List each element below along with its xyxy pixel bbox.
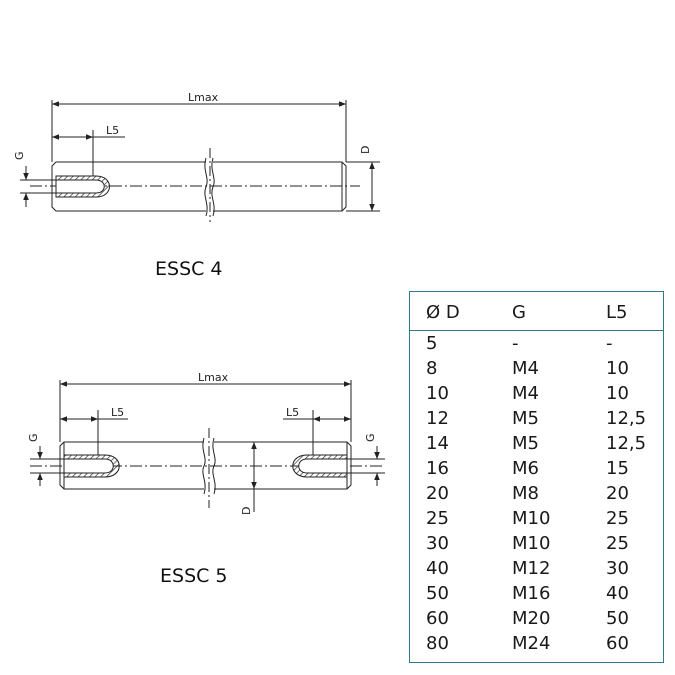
essc4-caption: ESSC 4 bbox=[155, 258, 223, 280]
essc5-l5-left-label: L5 bbox=[111, 406, 124, 419]
table-row: 12 M5 12,5 bbox=[410, 407, 663, 432]
cell-thread: M4 bbox=[512, 358, 539, 379]
cell-l5: 20 bbox=[606, 483, 629, 504]
essc5-d-label: D bbox=[240, 507, 253, 515]
table-header: Ø D G L5 bbox=[410, 292, 663, 331]
essc4-d-label: D bbox=[359, 146, 372, 154]
essc5-lmax-label: Lmax bbox=[198, 371, 229, 384]
cell-thread: M5 bbox=[512, 408, 539, 429]
cell-diameter: 25 bbox=[426, 508, 449, 529]
cell-thread: M16 bbox=[512, 583, 551, 604]
cell-diameter: 5 bbox=[426, 333, 438, 354]
table-row: 50 M16 40 bbox=[410, 582, 663, 607]
cell-thread: M4 bbox=[512, 383, 539, 404]
cell-l5: 30 bbox=[606, 558, 629, 579]
essc5-caption: ESSC 5 bbox=[160, 565, 228, 587]
table-row: 5 - - bbox=[410, 332, 663, 357]
cell-diameter: 12 bbox=[426, 408, 449, 429]
cell-thread: M24 bbox=[512, 633, 551, 654]
cell-thread: M8 bbox=[512, 483, 539, 504]
table-row: 8 M4 10 bbox=[410, 357, 663, 382]
table-row: 14 M5 12,5 bbox=[410, 432, 663, 457]
essc5-g-left-label: G bbox=[27, 433, 40, 442]
cell-diameter: 10 bbox=[426, 383, 449, 404]
table-row: 16 M6 15 bbox=[410, 457, 663, 482]
cell-l5: 60 bbox=[606, 633, 629, 654]
cell-diameter: 40 bbox=[426, 558, 449, 579]
table-row: 40 M12 30 bbox=[410, 557, 663, 582]
cell-l5: 25 bbox=[606, 533, 629, 554]
cell-thread: M10 bbox=[512, 508, 551, 529]
table-row: 10 M4 10 bbox=[410, 382, 663, 407]
table-row: 30 M10 25 bbox=[410, 532, 663, 557]
cell-diameter: 60 bbox=[426, 608, 449, 629]
cell-l5: 10 bbox=[606, 358, 629, 379]
cell-thread: M10 bbox=[512, 533, 551, 554]
cell-l5: 40 bbox=[606, 583, 629, 604]
header-thread: G bbox=[512, 302, 526, 323]
cell-l5: - bbox=[606, 333, 613, 354]
cell-diameter: 16 bbox=[426, 458, 449, 479]
header-diameter: Ø D bbox=[426, 302, 460, 323]
essc5-shaft-drawing bbox=[30, 380, 385, 512]
cell-diameter: 8 bbox=[426, 358, 438, 379]
cell-diameter: 14 bbox=[426, 433, 449, 454]
header-l5: L5 bbox=[606, 302, 628, 323]
table-row: 25 M10 25 bbox=[410, 507, 663, 532]
cell-diameter: 20 bbox=[426, 483, 449, 504]
cell-thread: M5 bbox=[512, 433, 539, 454]
cell-thread: - bbox=[512, 333, 519, 354]
cell-l5: 10 bbox=[606, 383, 629, 404]
cell-l5: 12,5 bbox=[606, 408, 647, 429]
cell-thread: M20 bbox=[512, 608, 551, 629]
essc4-l5-label: L5 bbox=[106, 124, 119, 137]
essc4-lmax-label: Lmax bbox=[188, 91, 219, 104]
essc5-g-right-label: G bbox=[364, 433, 377, 442]
cell-l5: 12,5 bbox=[606, 433, 647, 454]
cell-l5: 50 bbox=[606, 608, 629, 629]
cell-thread: M12 bbox=[512, 558, 551, 579]
cell-l5: 25 bbox=[606, 508, 629, 529]
table-row: 80 M24 60 bbox=[410, 632, 663, 657]
essc5-l5-right-label: L5 bbox=[286, 406, 299, 419]
table-row: 20 M8 20 bbox=[410, 482, 663, 507]
cell-diameter: 80 bbox=[426, 633, 449, 654]
essc4-g-label: G bbox=[13, 151, 26, 160]
table-row: 60 M20 50 bbox=[410, 607, 663, 632]
cell-l5: 15 bbox=[606, 458, 629, 479]
cell-diameter: 50 bbox=[426, 583, 449, 604]
essc4-shaft-drawing bbox=[20, 100, 380, 222]
cell-diameter: 30 bbox=[426, 533, 449, 554]
cell-thread: M6 bbox=[512, 458, 539, 479]
